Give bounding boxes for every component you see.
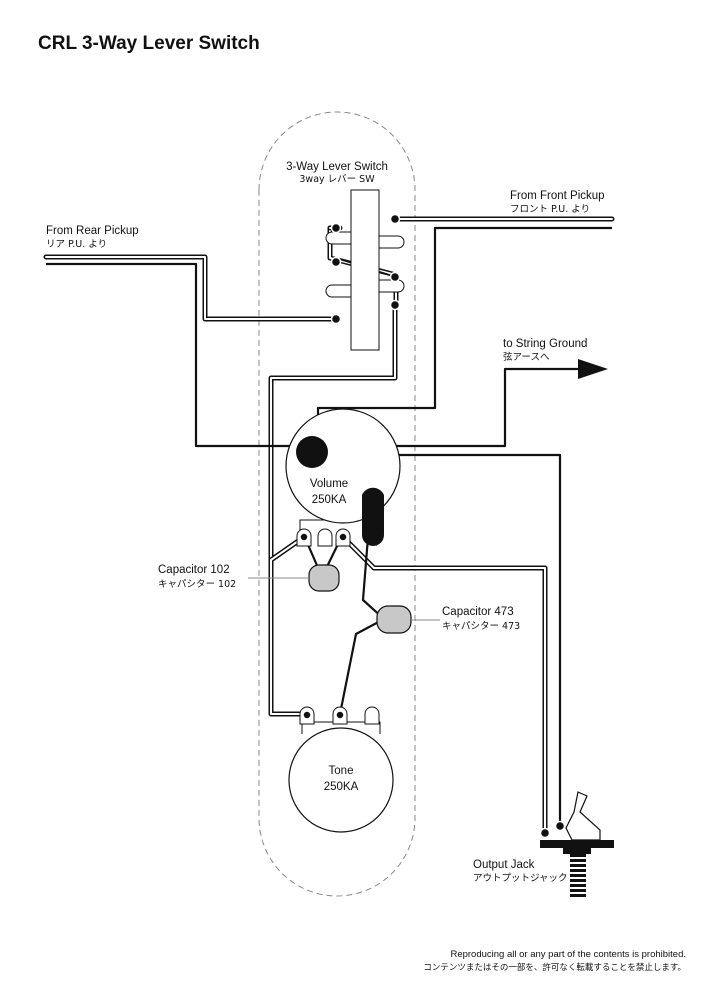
volume-back-solder — [362, 487, 384, 546]
tone-label: Tone — [329, 765, 354, 777]
copyright-notice-jp: コンテンツまたはその一部を、許可なく転載することを禁止します。 — [423, 962, 686, 973]
solder-point — [389, 271, 401, 283]
capacitor-473-label: Capacitor 473 — [442, 606, 514, 618]
diagram-title: CRL 3-Way Lever Switch — [38, 33, 260, 54]
capacitor-102-label-jp: キャパシター 102 — [158, 579, 236, 590]
switch-label: 3-Way Lever Switch — [286, 161, 388, 173]
output-jack-label-jp: アウトプットジャック — [473, 873, 568, 884]
output-jack — [539, 791, 614, 897]
switch-label-jp: 3way レバー SW — [299, 174, 375, 185]
control-cavity-outline — [258, 111, 416, 897]
volume-label: Volume — [310, 478, 348, 490]
solder-point — [299, 532, 309, 542]
capacitor-102 — [308, 564, 340, 592]
solder-point — [335, 710, 345, 720]
string-ground-arrow-icon — [578, 359, 608, 379]
lever-switch — [325, 189, 405, 351]
ground-solder-blob — [296, 436, 328, 468]
solder-point — [554, 820, 566, 832]
solder-point — [330, 222, 342, 234]
tone-pot — [288, 706, 394, 833]
tone-value: 250KA — [324, 781, 359, 793]
solder-point — [389, 299, 401, 311]
output-jack-label: Output Jack — [473, 859, 535, 871]
volume-pot — [285, 408, 401, 547]
string-ground-label-jp: 弦アースへ — [503, 351, 550, 363]
solder-point — [539, 827, 551, 839]
rear-pickup-label-jp: リア P.U. より — [46, 239, 107, 250]
solder-point — [330, 313, 342, 325]
solder-point — [302, 710, 312, 720]
solder-point — [389, 213, 401, 225]
front-pickup-label-jp: フロント P.U. より — [510, 204, 590, 215]
volume-value: 250KA — [312, 494, 347, 506]
string-ground-label: to String Ground — [503, 338, 587, 350]
capacitor-102-label: Capacitor 102 — [158, 564, 230, 576]
solder-point — [330, 256, 342, 268]
capacitor-473 — [376, 605, 412, 634]
rear-pickup-label: From Rear Pickup — [46, 225, 139, 237]
copyright-notice: Reproducing all or any part of the conte… — [450, 949, 686, 960]
solder-point — [338, 532, 348, 542]
capacitor-473-label-jp: キャパシター 473 — [442, 621, 520, 632]
front-pickup-label: From Front Pickup — [510, 190, 605, 202]
